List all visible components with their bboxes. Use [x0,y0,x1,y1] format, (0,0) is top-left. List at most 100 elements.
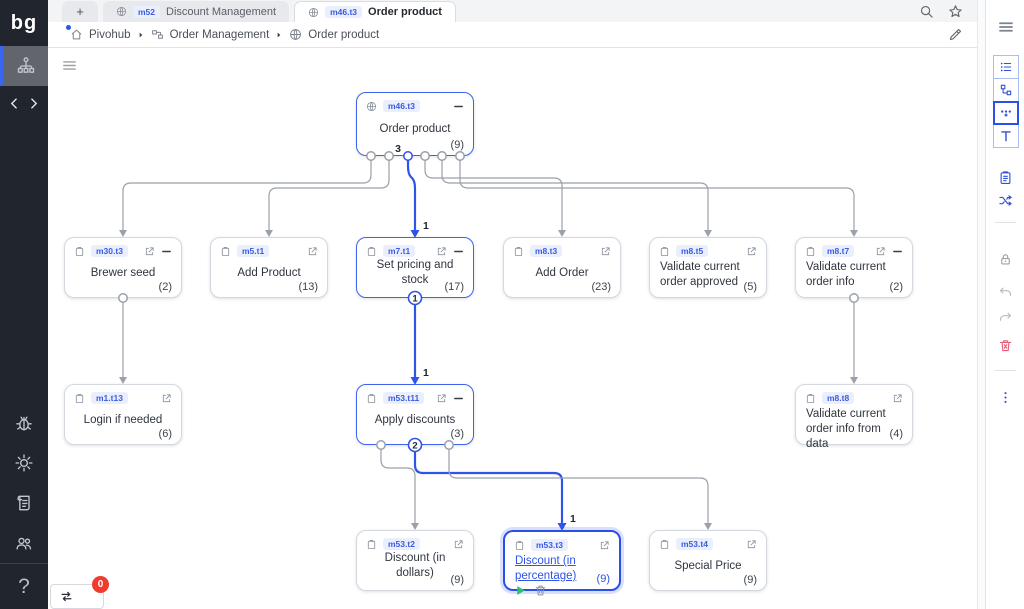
open-in-new-icon[interactable] [600,246,611,257]
sidebar-item-flow-explorer[interactable] [0,46,48,86]
clipboard-icon [513,246,524,257]
node-count: (9) [450,574,464,586]
collapse-icon[interactable] [453,246,464,257]
node-title: Brewer seed [90,266,156,279]
chevron-right-icon[interactable] [27,97,40,110]
undo-button[interactable] [986,285,1024,300]
node-badge[interactable]: m46.t3 [383,100,420,112]
left-sidebar: bg ? [0,0,48,609]
view-mode-group [986,55,1024,148]
lock-button[interactable] [986,252,1024,267]
app-logo: bg [10,11,38,34]
node-badge[interactable]: m8.t5 [676,245,709,257]
breadcrumb-item-module[interactable]: Order Management [169,28,270,41]
open-in-new-icon[interactable] [144,246,155,257]
open-in-new-icon[interactable] [436,246,447,257]
star-icon[interactable] [948,4,963,19]
notification-dot [66,25,71,30]
node-badge[interactable]: m53.t3 [531,539,568,551]
open-in-new-icon[interactable] [161,393,172,404]
sidebar-item-settings[interactable] [0,443,48,483]
trash-icon[interactable] [534,584,547,597]
node-badge[interactable]: m53.t11 [383,392,425,404]
more-options-button[interactable] [986,390,1024,405]
caret-right-icon [275,31,283,39]
redo-button[interactable] [986,310,1024,325]
scrollbar[interactable] [977,0,985,609]
node-count: (9) [596,573,610,585]
open-in-new-icon[interactable] [746,539,757,550]
sidebar-item-help[interactable]: ? [0,563,48,609]
open-in-new-icon[interactable] [875,246,886,257]
open-in-new-icon[interactable] [436,393,447,404]
node-title: Order product [379,123,451,136]
list-view-button[interactable] [992,55,1019,79]
node-badge[interactable]: m53.t2 [383,538,420,550]
module-icon [151,28,164,41]
node-count: (2) [889,281,903,293]
open-in-new-icon[interactable] [307,246,318,257]
flow-view-button[interactable] [992,101,1019,125]
collapse-icon[interactable] [892,246,903,257]
open-in-new-icon[interactable] [453,539,464,550]
report-button[interactable] [986,170,1024,185]
tab-order-product[interactable]: m46.t3 Order product [294,1,456,22]
open-in-new-icon[interactable] [746,246,757,257]
open-in-new-icon[interactable] [892,393,903,404]
node-badge[interactable]: m5.t1 [237,245,270,257]
node-title: Validate current order info [806,261,886,288]
sidebar-item-scripts[interactable] [0,483,48,523]
breadcrumb-item-project[interactable]: Pivohub [89,28,131,41]
open-in-new-icon[interactable] [599,540,610,551]
new-tab-button[interactable]: + [62,1,98,22]
connections-button[interactable] [986,193,1024,208]
tree-view-button[interactable] [992,78,1019,102]
node-badge[interactable]: m30.t3 [91,245,128,257]
run-queue-button[interactable]: 0 [50,576,109,609]
canvas-menu-icon[interactable] [61,57,78,74]
breadcrumb-item-test[interactable]: Order product [308,28,380,41]
tab-strip: + m52 Discount Management m46.t3 Order p… [48,0,977,22]
node-badge[interactable]: m8.t8 [822,392,855,404]
sidebar-item-team[interactable] [0,523,48,563]
panel-menu-icon[interactable] [986,18,1024,36]
sidebar-item-bug[interactable] [0,403,48,443]
dots-vertical-icon [998,390,1013,405]
text-view-button[interactable] [992,124,1019,148]
chevron-left-icon[interactable] [8,97,21,110]
run-play-icon[interactable] [514,584,527,597]
edit-pencil-icon[interactable] [948,27,963,42]
node-count: (9) [743,574,757,586]
tab-discount-management[interactable]: m52 Discount Management [103,1,290,22]
collapse-icon[interactable] [453,393,464,404]
collapse-icon[interactable] [453,101,464,112]
clipboard-icon [805,393,816,404]
search-icon[interactable] [919,4,934,19]
clipboard-icon [805,246,816,257]
node-count: (17) [444,281,464,293]
collapse-icon[interactable] [161,246,172,257]
node-badge[interactable]: m8.t3 [530,245,563,257]
node-badge[interactable]: m7.t1 [383,245,416,257]
node-title[interactable]: Discount (in percentage) [515,555,577,582]
node-badge[interactable]: m1.t13 [91,392,128,404]
scroll-icon [14,493,34,513]
node-badge[interactable]: m53.t4 [676,538,713,550]
node-badge[interactable]: m8.t7 [822,245,855,257]
delete-button[interactable] [986,338,1024,353]
